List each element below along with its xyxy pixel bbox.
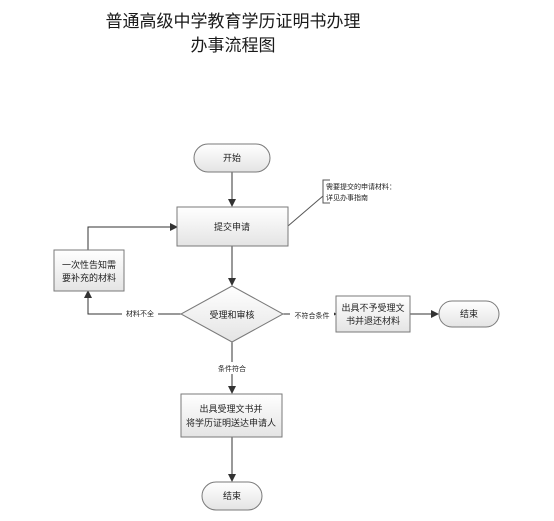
note-connector [287,195,324,227]
inform-line-1: 一次性告知需 [62,259,116,271]
reject-line-1: 出具不予受理文 [341,302,404,314]
end-right-label: 结束 [460,308,478,320]
note-line-2: 详见办事指南 [326,193,368,202]
end-node-bottom: 结束 [201,481,263,511]
review-label: 受理和审核 [209,309,254,321]
materials-note: 需要提交的申请材料： 详见办事指南 [322,179,396,204]
submit-node: 提交申请 [176,206,289,247]
reject-line-2: 书并退还材料 [346,315,400,327]
edge-label-not-qualified: 不符合条件 [295,311,330,320]
edge-label-incomplete: 材料不全 [126,309,154,318]
note-line-1: 需要提交的申请材料： [326,182,396,191]
accept-line-2: 将学历证明送达申请人 [186,417,276,429]
start-label: 开始 [223,152,241,164]
end-bottom-label: 结束 [223,490,241,502]
review-decision: 受理和审核 [179,285,285,343]
accept-node: 出具受理文书并 将学历证明送达申请人 [180,393,283,438]
start-node: 开始 [193,143,271,173]
title-line-2: 办事流程图 [191,36,276,56]
submit-label: 提交申请 [214,221,250,233]
inform-node: 一次性告知需 要补充的材料 [53,249,125,292]
title-line-1: 普通高级中学教育学历证明书办理 [106,12,361,32]
edge-label-qualified: 条件符合 [218,364,246,373]
arrow-inform-to-submit [87,223,178,250]
accept-line-1: 出具受理文书并 [199,403,262,415]
end-node-right: 结束 [438,300,500,328]
reject-node: 出具不予受理文 书并退还材料 [335,295,411,333]
inform-line-2: 要补充的材料 [62,272,116,284]
